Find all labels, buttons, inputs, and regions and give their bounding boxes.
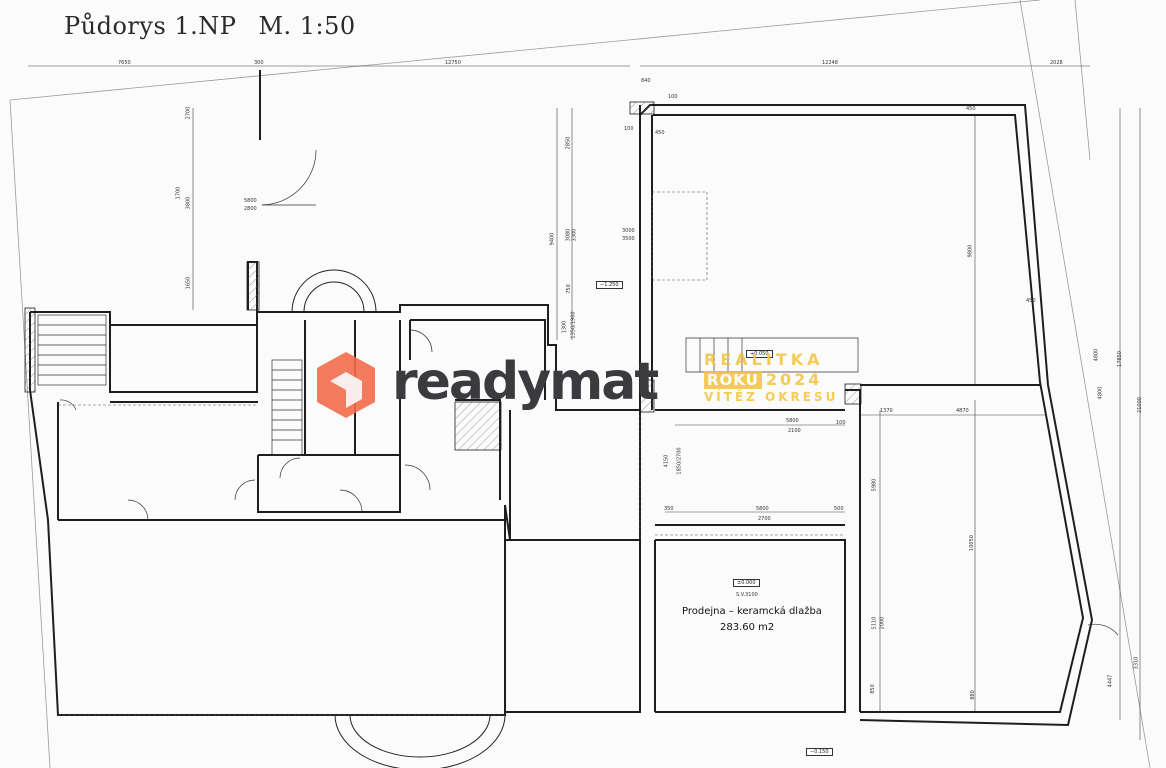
dim-label: 5800 xyxy=(786,418,799,424)
plan-name: Půdorys 1.NP xyxy=(64,12,237,40)
dim-label: 1700 xyxy=(175,186,182,200)
sheet-border xyxy=(9,0,1151,768)
door-swings xyxy=(59,149,1119,636)
room-name: Prodejna – keramcká dlažba xyxy=(682,606,822,617)
dim-label: 100 xyxy=(668,94,678,100)
dim-label: 2700 xyxy=(185,106,192,120)
bay-windows xyxy=(291,269,506,768)
dim-label: 4800 xyxy=(1093,348,1100,362)
overhead-outlines xyxy=(58,191,845,716)
dim-label: 3300 xyxy=(571,228,578,242)
dim-label: 1650 xyxy=(185,276,192,290)
drawing-title: Půdorys 1.NP M. 1:50 xyxy=(64,12,356,40)
dim-label: 2100 xyxy=(788,428,801,434)
dim-label: 4870 xyxy=(956,408,969,414)
dim-label: 9400 xyxy=(549,232,556,246)
dim-label: 500 xyxy=(834,506,844,512)
level-tag: −1.250 xyxy=(596,281,623,289)
dim-label: 3000 xyxy=(622,228,635,234)
room-height: S.V.3100 xyxy=(736,592,758,598)
level-tag: −0.150 xyxy=(806,748,833,756)
stairs xyxy=(37,314,859,456)
dim-label: 12248 xyxy=(822,60,838,66)
award-line3: VÍTĚZ OKRESU xyxy=(704,390,839,404)
dim-label: 2850 xyxy=(565,136,572,150)
readymat-wordmark: readymat xyxy=(392,352,659,412)
dim-label: 450 xyxy=(1026,298,1036,304)
dim-label: 450 xyxy=(655,130,665,136)
dim-label: 4150 xyxy=(663,454,670,468)
wall-hatch xyxy=(24,101,862,451)
dim-label: 10050 xyxy=(968,535,975,551)
dim-label: 850 xyxy=(869,684,876,694)
room-area: 283.60 m2 xyxy=(720,622,775,633)
dim-label: 300 xyxy=(254,60,264,66)
dim-label: 1370 xyxy=(880,408,893,414)
award-badge: REALITKA ROKU 2024 VÍTĚZ OKRESU xyxy=(704,350,850,404)
readymat-logo-icon xyxy=(317,352,375,418)
award-line2a: ROKU xyxy=(704,370,762,389)
dim-label: 880 xyxy=(969,690,976,700)
dim-label: 350 xyxy=(664,506,674,512)
dim-label: 1300 xyxy=(561,320,568,334)
dim-label: 21000 xyxy=(1136,397,1143,413)
dim-label: 2000 xyxy=(879,616,886,630)
dim-label: 12750 xyxy=(445,60,461,66)
dim-label: 1350/1900 xyxy=(570,311,577,339)
dim-label: 450 xyxy=(966,106,976,112)
dim-label: 5110 xyxy=(871,616,878,630)
award-line1: REALITKA xyxy=(704,350,824,369)
dim-label: 2028 xyxy=(1050,60,1063,66)
dim-label: 750 xyxy=(565,284,572,294)
dim-label: 100 xyxy=(836,420,846,426)
plan-scale: M. 1:50 xyxy=(258,12,356,40)
dim-label: 2700 xyxy=(758,516,771,522)
dim-label: 4800 xyxy=(1097,386,1104,400)
dim-label: 3500 xyxy=(622,236,635,242)
dim-label: 100 xyxy=(624,126,634,132)
room-level-tag: ±0.000 xyxy=(733,579,760,587)
dim-label: 2800 xyxy=(244,206,257,212)
dim-label: 7650 xyxy=(118,60,131,66)
dim-label: 5980 xyxy=(871,478,878,492)
dim-label: 1850/2700 xyxy=(676,447,683,475)
level-tag: +0.050 xyxy=(746,350,773,358)
dim-label: 3800 xyxy=(185,196,192,210)
dim-label: 9800 xyxy=(967,244,974,258)
dim-label: 4447 xyxy=(1107,674,1114,688)
dim-label: 3310 xyxy=(1133,656,1140,670)
dimension-lines xyxy=(28,65,1141,740)
award-line2b: 2024 xyxy=(765,370,823,389)
dim-label: 5800 xyxy=(756,506,769,512)
dim-label: 5800 xyxy=(244,198,257,204)
dim-label: 840 xyxy=(641,78,651,84)
dim-label: 17850 xyxy=(1116,351,1123,367)
